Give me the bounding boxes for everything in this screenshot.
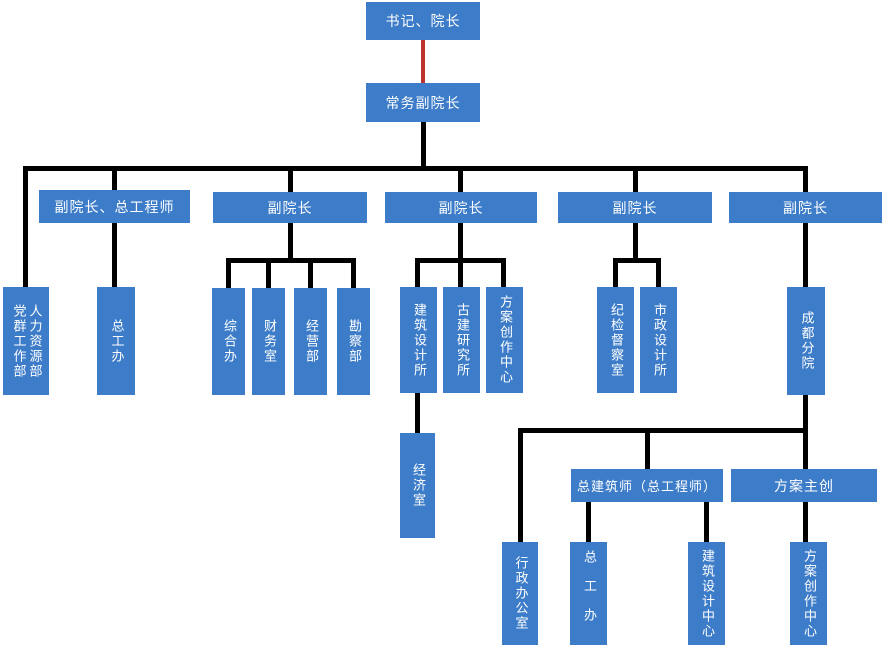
connector-line bbox=[288, 168, 293, 193]
connector-line bbox=[803, 430, 808, 469]
connector-line bbox=[415, 260, 420, 287]
connector-line bbox=[645, 430, 650, 469]
node-municipal-design-institute-label: 市政设计所 bbox=[651, 302, 666, 378]
connector-line bbox=[112, 223, 117, 287]
connector-line bbox=[613, 258, 661, 263]
node-scheme-creation-center: 方案创作中心 bbox=[486, 287, 523, 393]
connector-line bbox=[518, 430, 523, 542]
node-exec-vp: 常务副院长 bbox=[366, 83, 480, 122]
connector-line bbox=[633, 168, 638, 193]
connector-line bbox=[613, 260, 618, 287]
node-chief-eng-office-label: 总工办 bbox=[108, 318, 124, 364]
node-vp3: 副院长 bbox=[385, 192, 537, 223]
node-vp3-label: 副院长 bbox=[438, 200, 484, 217]
node-operations-dept-label: 经营部 bbox=[303, 319, 318, 364]
node-chief-eng-office: 总工办 bbox=[97, 287, 135, 395]
node-vp2-label: 副院长 bbox=[267, 200, 313, 217]
node-chief-architect-label: 总建筑师（总工程师） bbox=[576, 480, 717, 495]
node-vp2: 副院长 bbox=[213, 192, 367, 223]
node-economics-office-label: 经济室 bbox=[410, 463, 425, 508]
node-ancient-arch-institute-label: 古建研究所 bbox=[454, 302, 469, 378]
node-branch-chief-eng-office: 总工办 bbox=[570, 542, 607, 645]
node-arch-design-center-label: 建筑设计中心 bbox=[699, 548, 714, 639]
node-party-mass-and-hr-dept: 党群工作部 人力资源部 bbox=[3, 287, 49, 395]
node-finance-office-label: 财务室 bbox=[261, 319, 276, 364]
node-party-mass-dept-label: 党群工作部 bbox=[10, 303, 26, 379]
connector-line bbox=[458, 223, 463, 260]
node-vp-chief-engineer: 副院长、总工程师 bbox=[39, 190, 190, 223]
node-president-label: 书记、院长 bbox=[385, 14, 461, 30]
node-branch-scheme-creation-center-label: 方案创作中心 bbox=[801, 548, 816, 639]
node-finance-office: 财务室 bbox=[252, 288, 285, 395]
node-admin-office: 行政办公室 bbox=[502, 542, 538, 645]
node-ancient-arch-institute: 古建研究所 bbox=[443, 287, 480, 393]
node-scheme-lead-label: 方案主创 bbox=[774, 478, 834, 495]
node-hr-dept-label: 人力资源部 bbox=[26, 303, 42, 379]
node-general-office: 综合办 bbox=[212, 288, 245, 395]
connector-line bbox=[421, 121, 426, 168]
connector-line bbox=[803, 168, 808, 193]
node-operations-dept: 经营部 bbox=[294, 288, 327, 395]
connector-line bbox=[415, 393, 420, 433]
highlight-connector-line bbox=[421, 40, 425, 83]
node-arch-design-center: 建筑设计中心 bbox=[688, 542, 725, 645]
connector-line bbox=[226, 258, 356, 263]
connector-line bbox=[23, 168, 28, 287]
connector-line bbox=[308, 260, 313, 288]
node-vp4: 副院长 bbox=[558, 192, 712, 223]
node-survey-dept-label: 勘察部 bbox=[346, 319, 361, 364]
connector-line bbox=[803, 502, 808, 542]
connector-line bbox=[458, 260, 463, 287]
node-scheme-lead: 方案主创 bbox=[731, 469, 877, 502]
node-economics-office: 经济室 bbox=[400, 433, 435, 538]
node-exec-vp-label: 常务副院长 bbox=[385, 95, 461, 112]
node-discipline-inspection-office: 纪检督察室 bbox=[597, 287, 634, 393]
connector-line bbox=[633, 223, 638, 260]
node-survey-dept: 勘察部 bbox=[337, 288, 370, 395]
node-chengdu-branch-label: 成都分院 bbox=[798, 311, 814, 371]
connector-line bbox=[458, 168, 463, 193]
node-vp5: 副院长 bbox=[729, 192, 882, 223]
connector-line bbox=[704, 502, 709, 542]
node-branch-scheme-creation-center: 方案创作中心 bbox=[790, 542, 827, 645]
node-admin-office-label: 行政办公室 bbox=[512, 556, 528, 631]
connector-line bbox=[656, 260, 661, 287]
connector-line bbox=[518, 428, 808, 433]
connector-line bbox=[351, 260, 356, 288]
node-discipline-inspection-office-label: 纪检督察室 bbox=[608, 302, 623, 378]
node-general-office-label: 综合办 bbox=[221, 319, 236, 364]
node-arch-design-institute: 建筑设计所 bbox=[400, 287, 437, 393]
node-president: 书记、院长 bbox=[366, 2, 480, 40]
node-scheme-creation-center-label: 方案创作中心 bbox=[497, 295, 512, 385]
connector-line bbox=[23, 166, 808, 171]
connector-line bbox=[803, 223, 808, 287]
connector-line bbox=[266, 260, 271, 288]
connector-line bbox=[112, 168, 117, 191]
node-chief-architect: 总建筑师（总工程师） bbox=[571, 469, 723, 502]
node-municipal-design-institute: 市政设计所 bbox=[640, 287, 677, 393]
node-vp4-label: 副院长 bbox=[612, 200, 658, 217]
node-chengdu-branch: 成都分院 bbox=[787, 287, 825, 395]
node-branch-chief-eng-office-label: 总工办 bbox=[581, 550, 596, 637]
node-vp-chief-engineer-label: 副院长、总工程师 bbox=[54, 199, 175, 216]
node-vp5-label: 副院长 bbox=[783, 200, 828, 217]
connector-line bbox=[288, 223, 293, 260]
connector-line bbox=[226, 260, 231, 288]
node-arch-design-institute-label: 建筑设计所 bbox=[411, 302, 426, 378]
connector-line bbox=[586, 502, 591, 542]
connector-line bbox=[803, 395, 808, 430]
connector-line bbox=[501, 260, 506, 287]
